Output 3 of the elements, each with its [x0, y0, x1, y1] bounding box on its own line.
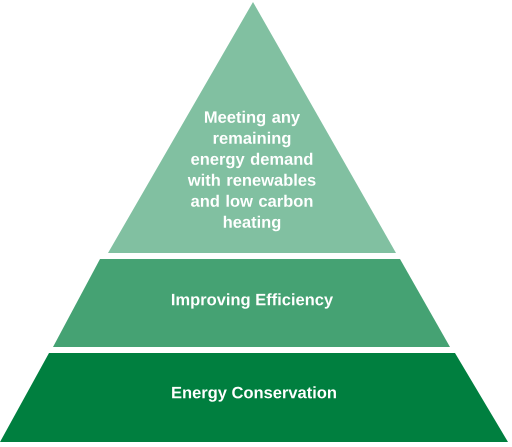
pyramid-apex-tier: Meeting any remaining energy demand with renewables and low carbon heating — [108, 2, 396, 253]
pyramid-base-tier: Energy Conservation — [0, 352, 508, 442]
pyramid-middle-tier: Improving Efficiency — [53, 259, 450, 347]
